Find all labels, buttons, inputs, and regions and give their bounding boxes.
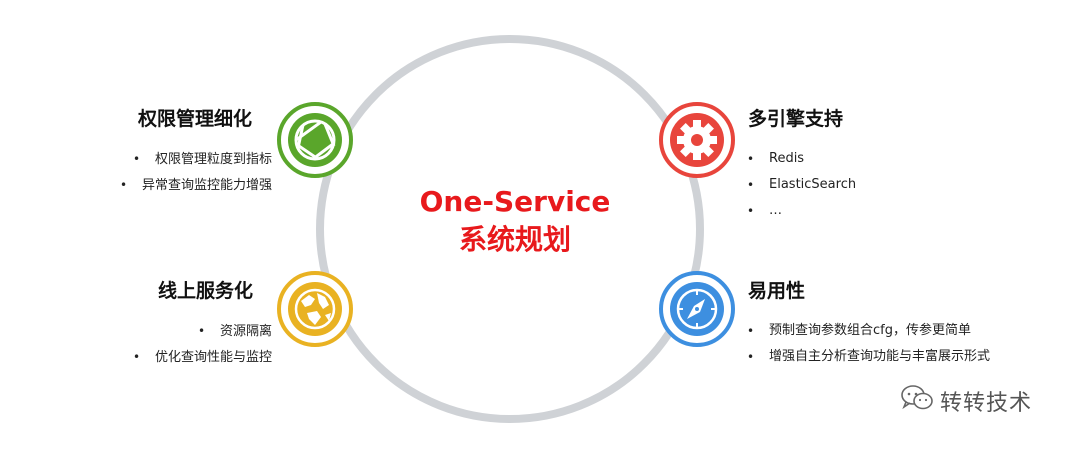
- usability-item-0: 预制查询参数组合cfg，传参更简单: [769, 323, 971, 338]
- list-item: Redis: [747, 146, 856, 172]
- center-title-line2: 系统规划: [458, 223, 571, 256]
- watermark-text: 转转技术: [940, 391, 1033, 416]
- permission-item-0: 权限管理粒度到指标: [154, 152, 272, 167]
- watermark: 转转技术: [900, 384, 1032, 418]
- engine-item-0: Redis: [769, 151, 805, 166]
- list-item: 增强自主分析查询功能与丰富展示形式: [747, 344, 990, 370]
- permission-title: 权限管理细化: [138, 108, 253, 130]
- list-item: 异常查询监控能力增强: [120, 172, 272, 198]
- permission-list: 权限管理粒度到指标 异常查询监控能力增强: [120, 146, 272, 198]
- permission-item-1: 异常查询监控能力增强: [141, 178, 272, 193]
- engine-item-1: ElasticSearch: [769, 177, 857, 192]
- list-item: 资源隔离: [133, 318, 272, 344]
- shutter-icon: [277, 102, 353, 178]
- usability-list: 预制查询参数组合cfg，传参更简单 增强自主分析查询功能与丰富展示形式: [747, 318, 990, 370]
- wechat-icon: [900, 384, 934, 418]
- compass-icon: [659, 271, 735, 347]
- online-item-1: 优化查询性能与监控: [154, 350, 272, 365]
- usability-title: 易用性: [748, 280, 806, 302]
- center-title-line1: One-Service: [419, 185, 611, 218]
- engine-list: Redis ElasticSearch …: [747, 146, 856, 224]
- list-item: 权限管理粒度到指标: [120, 146, 272, 172]
- globe-icon: [277, 271, 353, 347]
- usability-item-1: 增强自主分析查询功能与丰富展示形式: [769, 349, 991, 364]
- online-item-0: 资源隔离: [219, 324, 272, 339]
- gear-icon: [659, 102, 735, 178]
- online-list: 资源隔离 优化查询性能与监控: [133, 318, 272, 370]
- online-title: 线上服务化: [158, 280, 254, 302]
- list-item: 预制查询参数组合cfg，传参更简单: [747, 318, 990, 344]
- list-item: 优化查询性能与监控: [133, 344, 272, 370]
- engine-title: 多引擎支持: [748, 108, 844, 130]
- engine-item-2: …: [769, 203, 782, 218]
- list-item: …: [747, 198, 856, 224]
- list-item: ElasticSearch: [747, 172, 856, 198]
